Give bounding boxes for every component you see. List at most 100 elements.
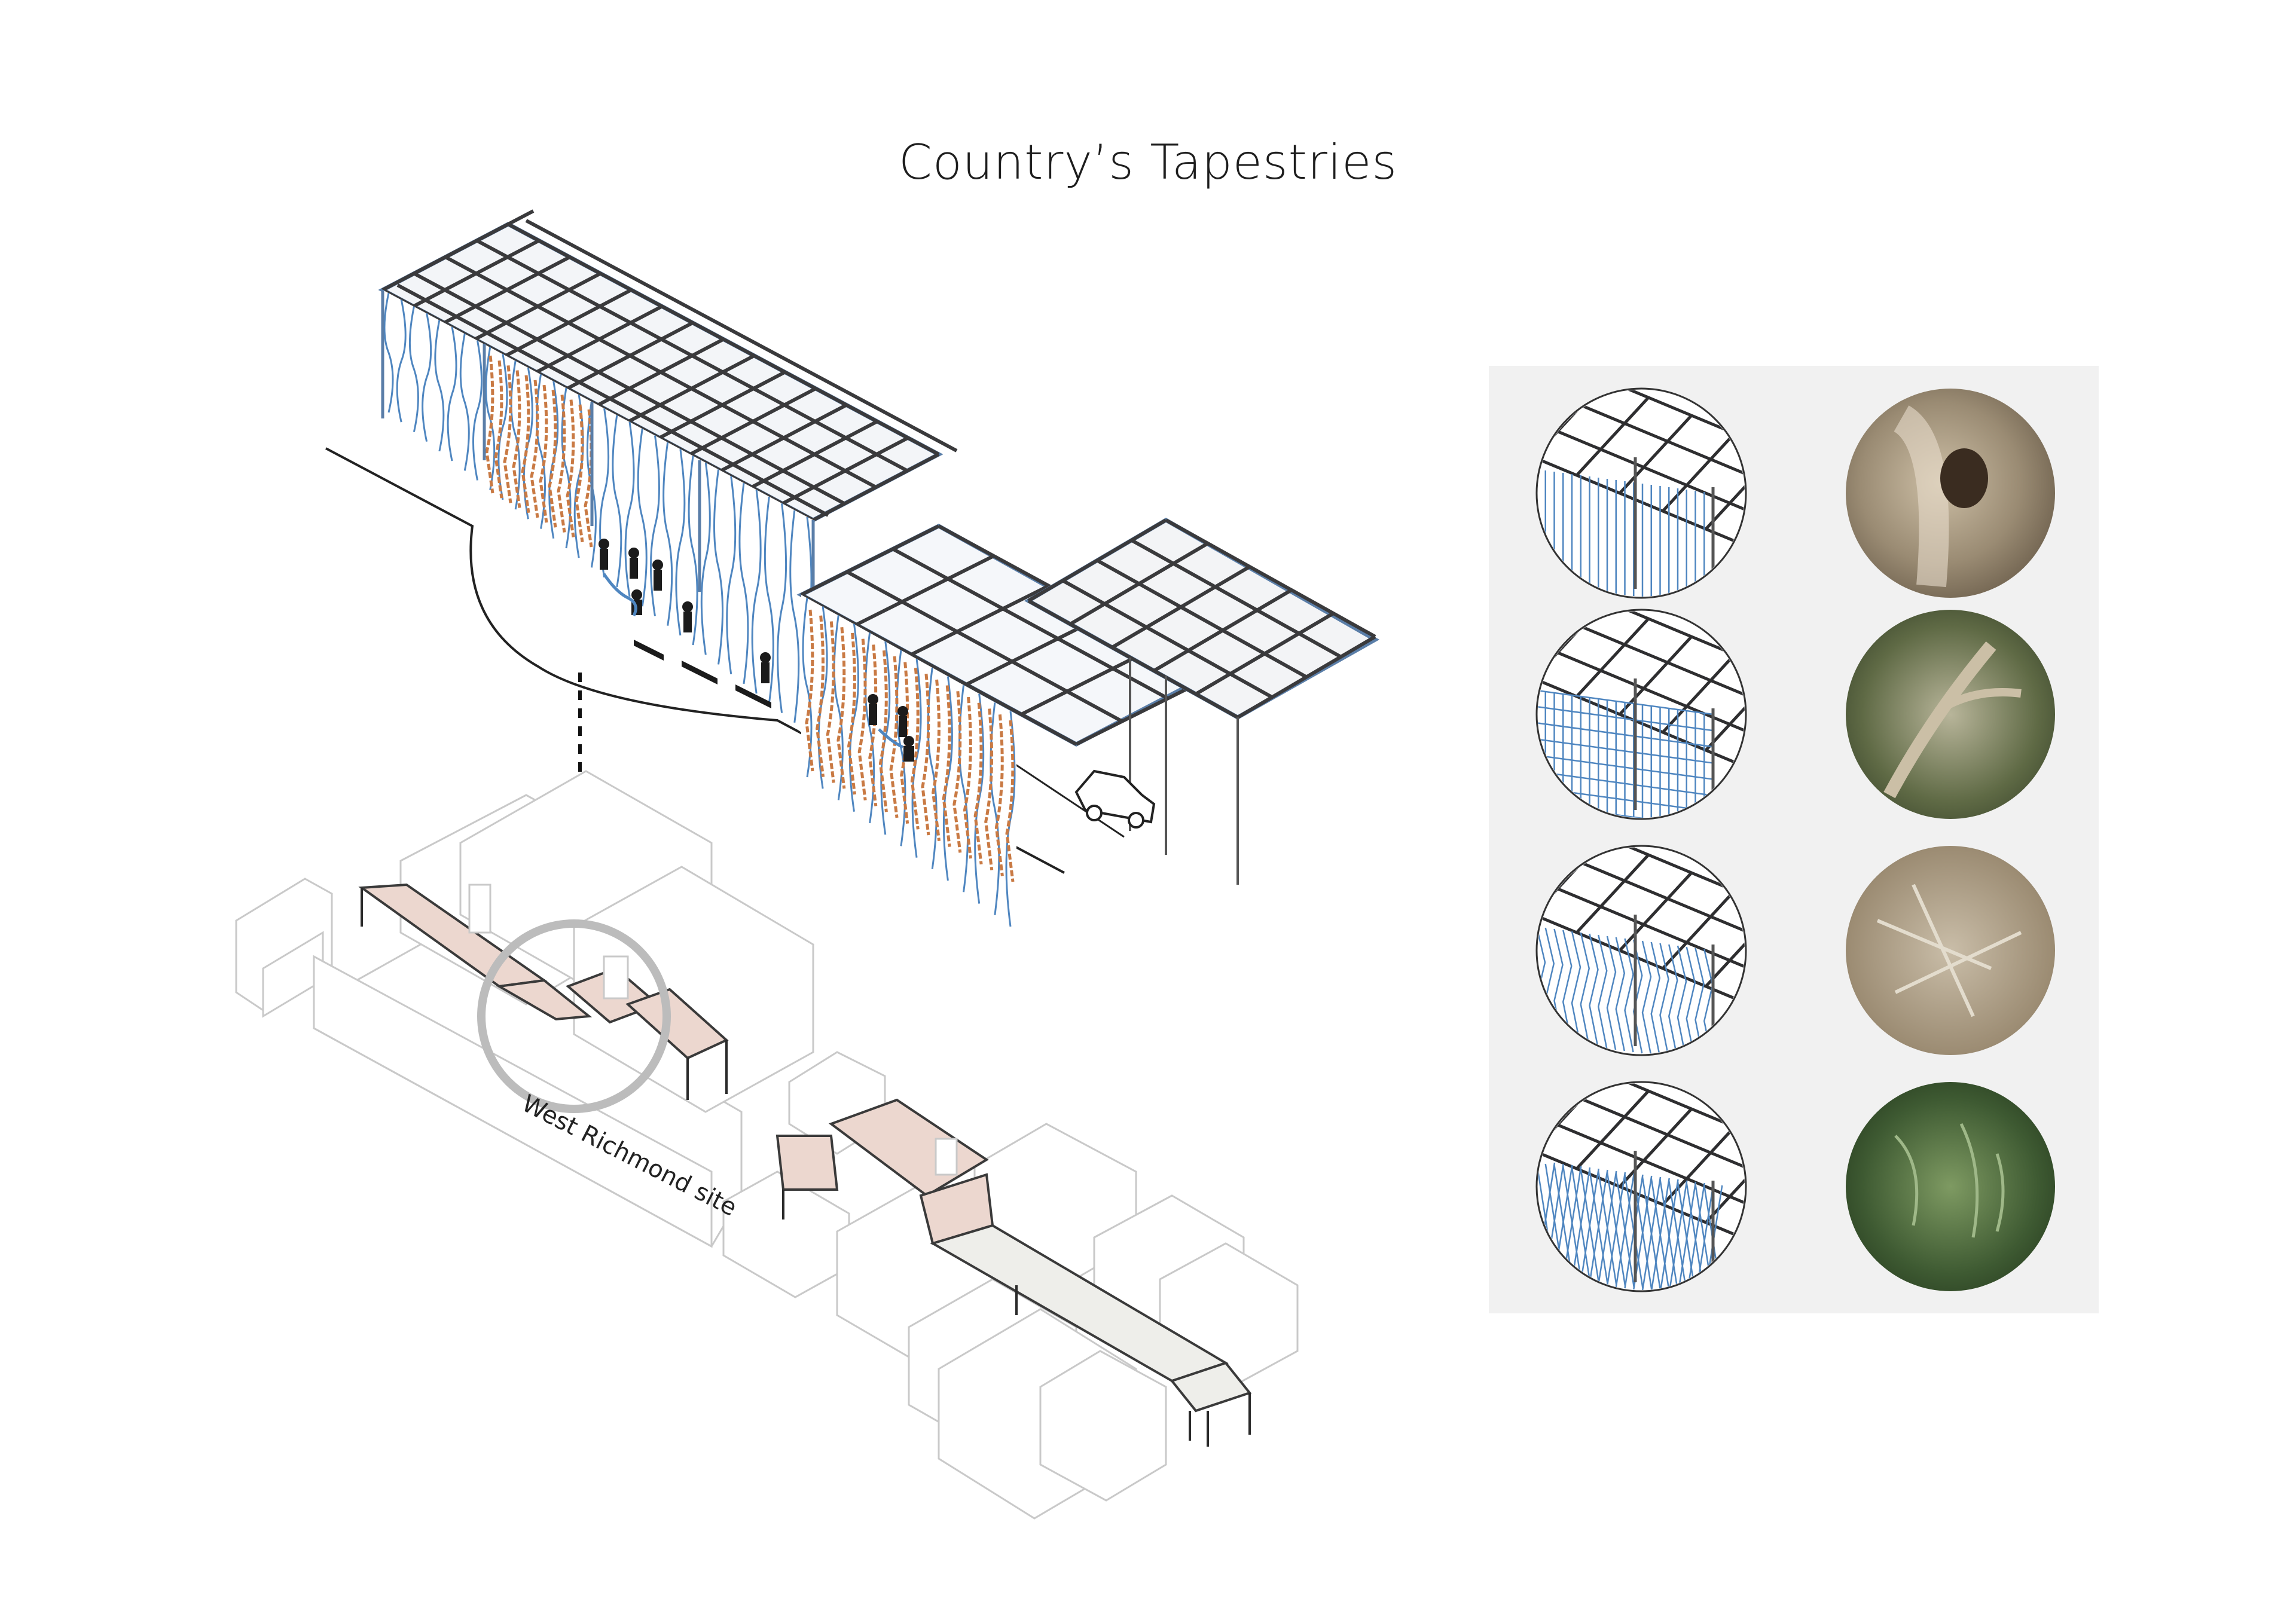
vine-strand <box>816 615 825 778</box>
tapestry-strand <box>726 476 737 674</box>
tapestry-strand <box>422 313 432 442</box>
benches <box>634 640 771 708</box>
tapestry-strand <box>789 510 800 723</box>
vine-strand <box>566 399 575 537</box>
zigzag-cable <box>1606 936 1617 1050</box>
vine-strand <box>952 691 962 853</box>
zigzag-cable <box>1632 939 1643 1054</box>
grid-line <box>1581 404 1745 497</box>
grid-line <box>1576 618 1650 698</box>
vine-strand <box>512 370 521 508</box>
grid-line <box>1165 518 1376 638</box>
vine-strand <box>494 360 503 499</box>
grid-line <box>846 570 1123 723</box>
roof-grid-lines <box>381 222 940 522</box>
grid-line <box>1662 890 1736 970</box>
lattice-line <box>1615 1173 1635 1288</box>
zigzag-cable <box>1580 932 1590 1047</box>
tapestry-strand <box>612 415 622 588</box>
grid-line <box>1705 450 1745 530</box>
grid-line <box>1662 1126 1736 1206</box>
lattice-line <box>1677 1181 1697 1290</box>
vine-strand <box>932 679 941 842</box>
texture-eucalyptus-leaves-photo <box>1846 1082 2055 1291</box>
grid-line <box>1619 872 1693 952</box>
lattice-line <box>1580 1168 1599 1283</box>
lattice-line <box>1641 1176 1662 1290</box>
grid-line <box>800 524 940 597</box>
grid-line <box>1557 430 1745 522</box>
vine-strand <box>503 365 512 503</box>
grid-line <box>910 584 1050 656</box>
tapestry-strand <box>833 615 844 800</box>
grid-line <box>1062 579 1273 699</box>
vine-strand <box>994 714 1004 876</box>
vine-strand <box>857 638 867 800</box>
tapestry-strand <box>396 299 407 423</box>
tapestry-strand <box>472 340 483 481</box>
street-axonometric <box>325 209 1380 933</box>
grid-line <box>1557 887 1745 980</box>
tapestry-strand <box>751 490 762 694</box>
vine-strand <box>847 632 857 795</box>
zigzag-cable <box>1686 946 1696 1054</box>
tapestry-strand <box>624 421 635 597</box>
grid-line <box>1581 625 1745 718</box>
vine-strand <box>921 673 930 836</box>
texture-leaf-litter-photo <box>1846 846 2055 1055</box>
tapestry-strand <box>927 667 938 870</box>
grid-line <box>1662 432 1736 512</box>
vine-strand <box>910 668 920 830</box>
grid-line <box>1131 539 1342 659</box>
tapestry-strand <box>777 503 787 713</box>
grid-line <box>1662 653 1736 733</box>
weave-line <box>1538 738 1714 764</box>
tapestry-strand <box>447 326 457 461</box>
vine-strand <box>963 696 972 859</box>
zigzag-cable <box>1571 931 1581 1046</box>
grid-line <box>1581 1098 1745 1190</box>
tapestry-strand <box>637 429 648 607</box>
grid-line <box>891 547 1169 700</box>
pattern-circle-vertical-slats <box>1535 387 1747 599</box>
car-icon <box>1074 769 1156 829</box>
pattern-circle-diamond-lattice <box>1535 1081 1747 1292</box>
tapestry-strand <box>510 360 521 510</box>
tapestry-strand <box>688 456 698 646</box>
tapestry-strand <box>817 606 828 789</box>
page-title: Country’s Tapestries <box>898 135 1398 190</box>
lattice-line <box>1668 1180 1688 1290</box>
vine-strand <box>539 384 548 523</box>
grid-line <box>507 222 940 456</box>
zigzag-cable <box>1677 945 1687 1054</box>
grid-line <box>1619 1108 1693 1188</box>
vine-strand <box>530 380 539 518</box>
grid-line <box>413 271 845 506</box>
weave-line <box>1538 722 1714 748</box>
pattern-circle-grid-weave <box>1535 609 1747 820</box>
tapestry-strand <box>649 435 660 616</box>
weave-line <box>1538 754 1714 780</box>
tapestry-facade <box>381 290 815 741</box>
focus-circle <box>477 919 671 1113</box>
tapestry-strand <box>434 320 445 452</box>
grid-line <box>1576 396 1650 476</box>
zigzag-cable <box>1659 943 1669 1054</box>
lattice-line <box>1571 1167 1591 1282</box>
vine-strand <box>889 656 899 818</box>
lattice-line <box>1650 1178 1670 1290</box>
vine-strand <box>485 355 494 494</box>
tapestry-strand <box>662 442 673 626</box>
grid-line <box>476 239 908 473</box>
grid-line <box>1619 635 1693 716</box>
grid-line <box>1705 671 1745 751</box>
curb-line <box>325 447 1065 874</box>
zigzag-cable <box>1624 938 1634 1053</box>
tapestry-strand <box>911 659 922 858</box>
tapestry-strand <box>700 462 711 655</box>
tapestry-strand <box>1005 711 1016 927</box>
vine-strand <box>984 708 994 870</box>
vine-strand <box>548 390 557 528</box>
zigzag-cable <box>1589 933 1599 1048</box>
